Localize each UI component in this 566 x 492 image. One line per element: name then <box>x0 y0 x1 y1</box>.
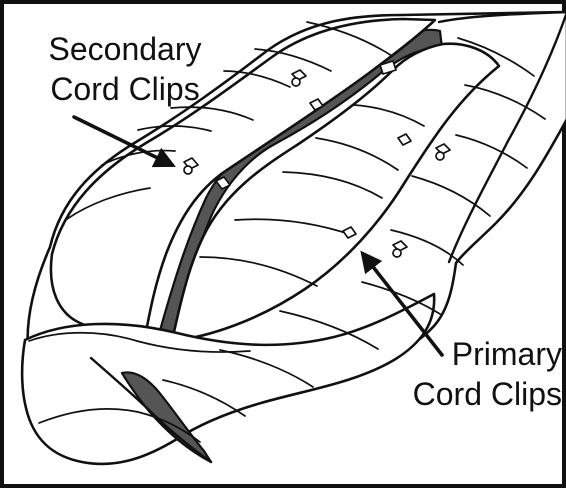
secondary-cord-clips-label: Secondary Cord Clips <box>35 29 215 109</box>
primary-label-line-2: Cord Clips <box>402 374 562 414</box>
primary-label-line-1: Primary <box>402 334 562 374</box>
secondary-label-line-2: Cord Clips <box>35 69 215 109</box>
secondary-label-line-1: Secondary <box>35 29 215 69</box>
primary-cord-clips-label: Primary Cord Clips <box>402 334 562 414</box>
